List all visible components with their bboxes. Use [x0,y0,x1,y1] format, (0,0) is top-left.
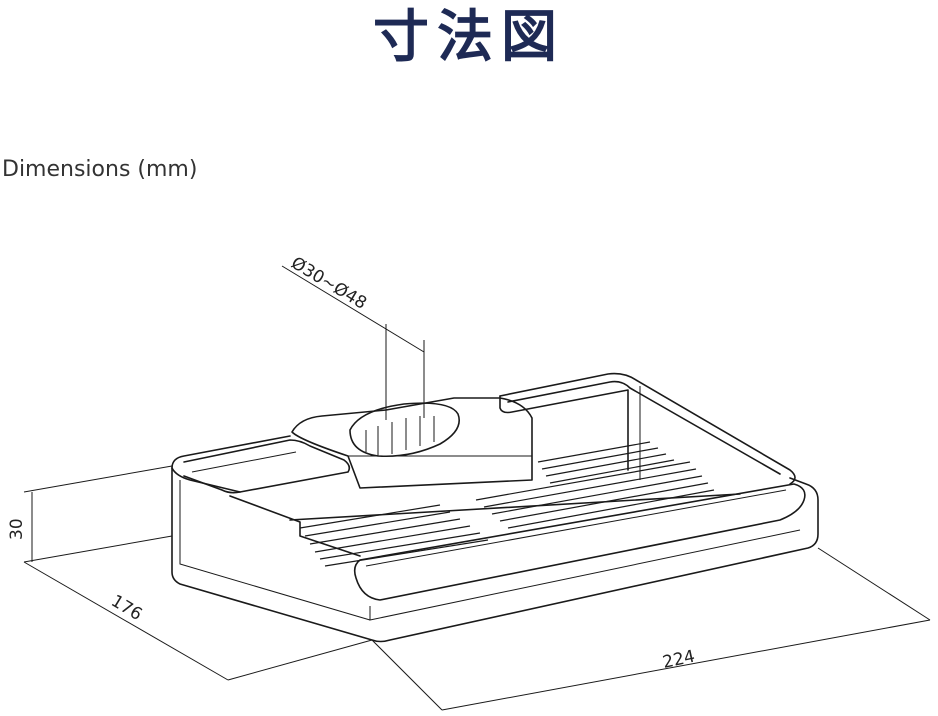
tray-body [171,372,819,643]
height-label: 30 [7,518,27,540]
height-dimension: 30 [7,465,173,563]
width-label: 224 [661,647,697,673]
clamp-diameter-label: Ø30~Ø48 [287,253,370,314]
clamp-diameter-dimension: Ø30~Ø48 [281,253,425,420]
dimensions-subtitle: Dimensions (mm) [2,157,198,182]
page-title: 寸法図 [373,5,565,70]
depth-dimension: 176 [23,561,373,681]
tray-slots [299,441,715,567]
width-dimension: 224 [371,547,931,711]
depth-label: 176 [107,591,145,625]
clamp-block [291,397,533,489]
